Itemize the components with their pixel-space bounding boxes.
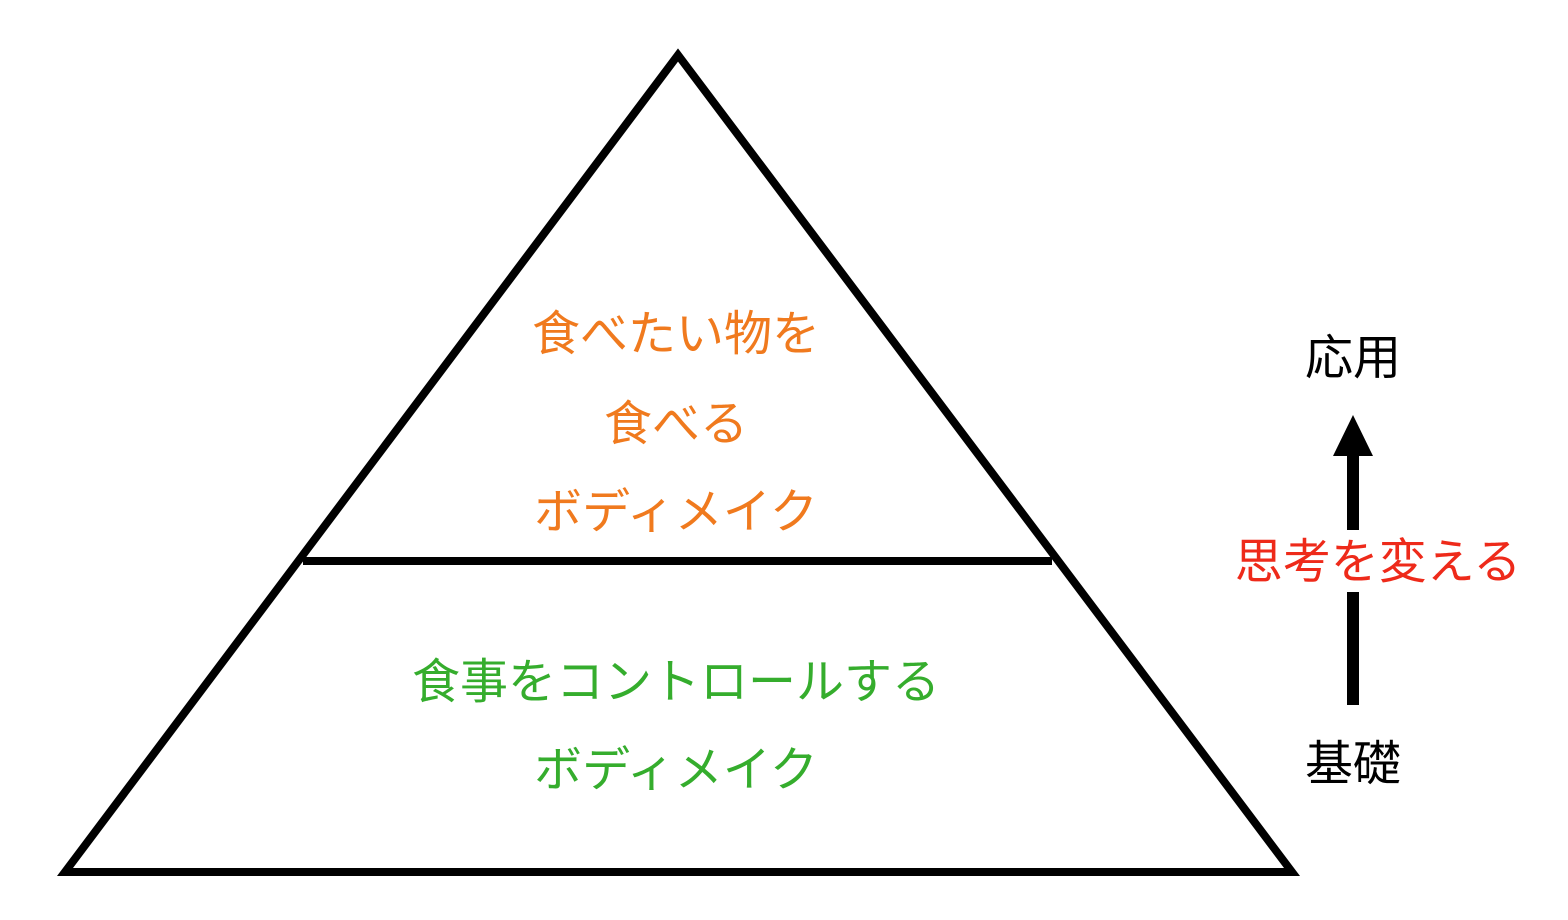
axis-bottom-label: 基礎 bbox=[1304, 736, 1402, 792]
arrow-shaft-lower bbox=[1347, 592, 1359, 705]
bottom-tier-line-1: 食事をコントロールする bbox=[411, 654, 941, 710]
axis-middle-label: 思考を変える bbox=[1234, 534, 1522, 590]
axis-top-label: 応用 bbox=[1304, 330, 1402, 386]
pyramid-outline bbox=[56, 48, 1301, 876]
top-tier-line-1: 食べたい物を bbox=[531, 306, 821, 362]
arrow-shaft-upper bbox=[1347, 454, 1359, 530]
arrow-head bbox=[1333, 415, 1373, 456]
bottom-tier-line-2: ボディメイク bbox=[534, 742, 818, 798]
top-tier-line-2: 食べる bbox=[603, 396, 749, 452]
top-tier-line-3: ボディメイク bbox=[534, 484, 818, 540]
